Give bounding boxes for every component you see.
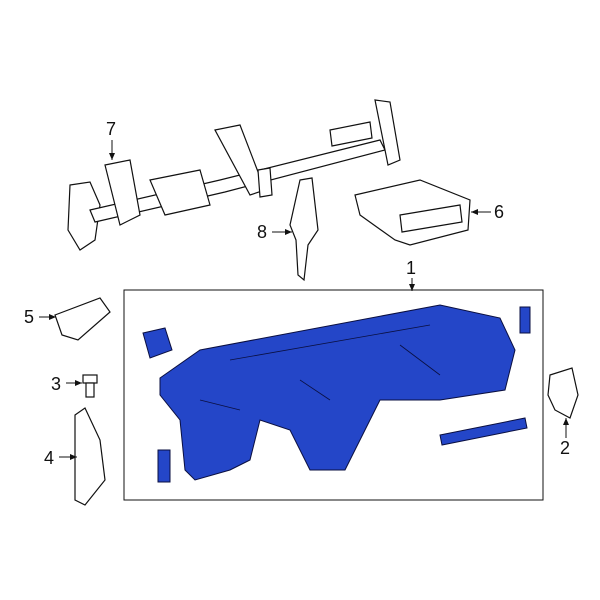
callout-8: 8 bbox=[257, 222, 268, 242]
callout-5: 5 bbox=[24, 307, 35, 327]
part-1-instrument-panel bbox=[142, 304, 531, 483]
part-8-bracket bbox=[289, 177, 319, 282]
part-2-bracket bbox=[547, 367, 579, 419]
callout-7: 7 bbox=[106, 119, 117, 139]
part-3-clip bbox=[82, 374, 98, 398]
part-1-group-box bbox=[123, 289, 544, 501]
part-6-center-panel bbox=[354, 179, 471, 246]
callout-3: 3 bbox=[51, 374, 62, 394]
part-4-side-panel bbox=[74, 407, 106, 506]
panel-detail-lines bbox=[199, 324, 441, 411]
leader-lines bbox=[39, 140, 569, 460]
callout-6: 6 bbox=[494, 202, 505, 222]
callout-4: 4 bbox=[44, 448, 55, 468]
part-5-cover bbox=[54, 297, 111, 341]
callout-2: 2 bbox=[560, 438, 571, 458]
part-7-reinforcement-beam bbox=[67, 99, 401, 251]
callout-1: 1 bbox=[406, 258, 417, 278]
